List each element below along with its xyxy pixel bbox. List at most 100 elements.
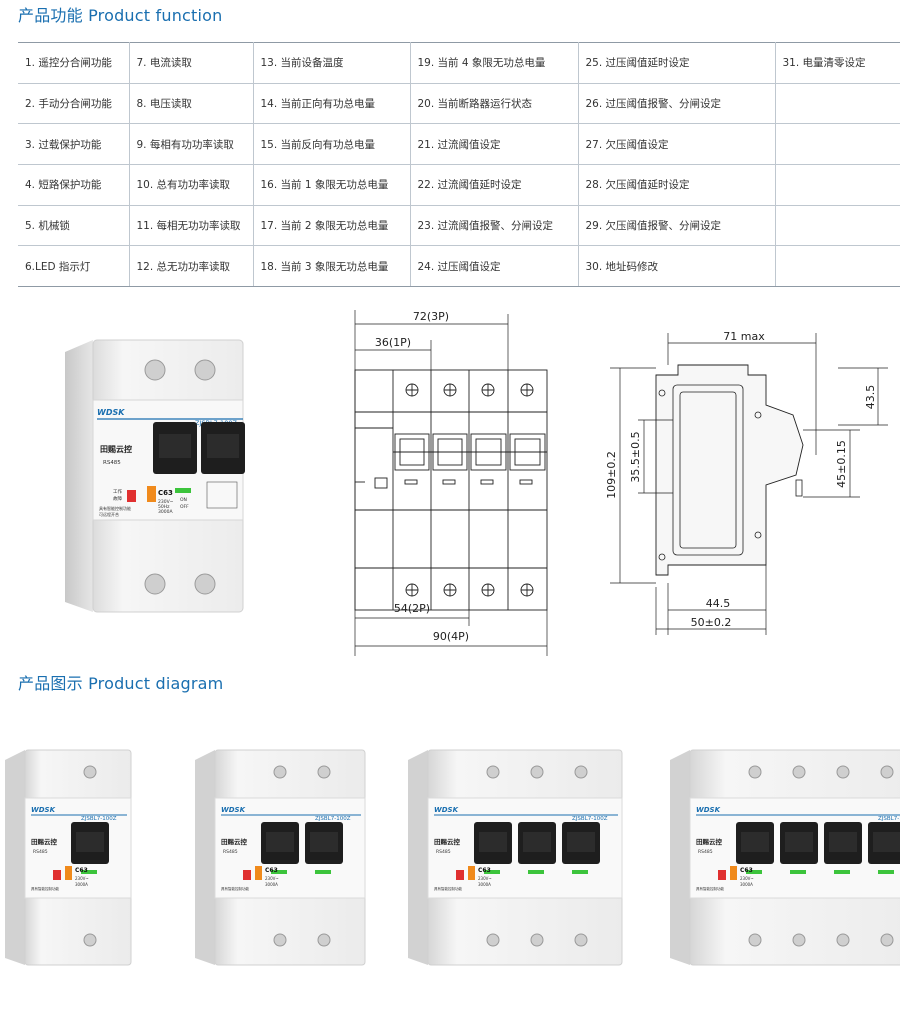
function-cell: 7. 电流读取 — [128, 42, 254, 84]
dim-43-5: 43.5 — [864, 385, 877, 410]
dim-45-015: 45±0.15 — [835, 440, 848, 488]
function-cell: 6.LED 指示灯 — [18, 245, 130, 288]
dim-72-3p: 72(3P) — [413, 310, 449, 323]
function-cell: 3. 过载保护功能 — [18, 123, 130, 166]
product-photo-3p: WDSKZJSBL7-100Z田赐云控RS485C63230V~3000A具有智… — [408, 749, 623, 966]
led-green — [175, 488, 191, 493]
svg-text:230V~: 230V~ — [75, 876, 89, 881]
svg-text:田赐云控: 田赐云控 — [696, 837, 723, 846]
function-cell: 5. 机械锁 — [18, 204, 130, 247]
svg-text:WDSK: WDSK — [221, 806, 246, 814]
device-rating: C63 — [158, 489, 173, 497]
dim-71-max: 71 max — [723, 330, 765, 343]
svg-text:WDSK: WDSK — [696, 806, 721, 814]
svg-text:ZJSBL7-100Z: ZJSBL7-100Z — [572, 816, 608, 822]
svg-text:ON: ON — [180, 497, 187, 503]
device-maker-label: 田赐云控 — [100, 444, 132, 454]
function-cell: 13. 当前设备温度 — [252, 42, 411, 84]
dim-44-5: 44.5 — [706, 597, 731, 610]
function-cell: 28. 欠压阈值延时设定 — [577, 164, 776, 206]
product-photo-1p: WDSKZJSBL7-100Z田赐云控RS485C63230V~3000A具有智… — [5, 749, 132, 966]
svg-text:ZJSBL7-100Z: ZJSBL7-100Z — [81, 816, 117, 822]
svg-text:RS485: RS485 — [33, 849, 48, 855]
function-cell: 4. 短路保护功能 — [18, 164, 130, 206]
dim-50: 50±0.2 — [691, 616, 732, 629]
function-cell: 25. 过压阈值延时设定 — [577, 42, 776, 84]
svg-text:230V~: 230V~ — [265, 876, 279, 881]
svg-text:RS485: RS485 — [223, 849, 238, 855]
svg-text:50Hz: 50Hz — [158, 504, 170, 510]
function-cell — [774, 82, 900, 125]
function-cell: 17. 当前 2 象限无功总电量 — [252, 204, 411, 247]
dim-90-4p: 90(4P) — [433, 630, 469, 643]
svg-text:具有智能控制功能: 具有智能控制功能 — [221, 886, 249, 891]
svg-text:C63: C63 — [478, 867, 491, 874]
function-cell: 12. 总无功功率读取 — [128, 245, 254, 288]
product-photo-2p-large: WDSK ZJSBL7-100Z 田赐云控 RS485 C63 230V~ 50… — [65, 339, 245, 613]
svg-text:具有智能控制功能: 具有智能控制功能 — [696, 886, 724, 891]
function-cell: 27. 欠压阈值设定 — [577, 123, 776, 166]
function-cell: 16. 当前 1 象限无功总电量 — [252, 164, 411, 206]
svg-text:具有智能控制功能: 具有智能控制功能 — [31, 886, 59, 891]
product-diagram-row: WDSKZJSBL7-100Z田赐云控RS485C63230V~3000A具有智… — [5, 749, 900, 966]
svg-text:RS485: RS485 — [436, 849, 451, 855]
function-cell: 23. 过流阈值报警、分闸设定 — [409, 204, 579, 247]
svg-text:具有智能控制功能: 具有智能控制功能 — [434, 886, 462, 891]
function-cell: 14. 当前正向有功总电量 — [252, 82, 411, 125]
svg-text:OFF: OFF — [180, 504, 189, 510]
dim-54-2p: 54(2P) — [394, 602, 430, 615]
svg-text:C63: C63 — [265, 867, 278, 874]
svg-text:WDSK: WDSK — [434, 806, 459, 814]
function-cell — [774, 204, 900, 247]
function-cell: 22. 过流阈值延时设定 — [409, 164, 579, 206]
svg-text:RS485: RS485 — [698, 849, 713, 855]
function-cell — [774, 123, 900, 166]
function-cell: 10. 总有功功率读取 — [128, 164, 254, 206]
svg-text:3000A: 3000A — [158, 509, 173, 515]
function-cell: 31. 电量清零设定 — [774, 42, 900, 84]
function-cell: 2. 手动分合闸功能 — [18, 82, 130, 125]
function-cell: 15. 当前反向有功总电量 — [252, 123, 411, 166]
function-cell: 1. 遥控分合闸功能 — [18, 42, 130, 84]
svg-text:3000A: 3000A — [265, 882, 278, 887]
svg-text:田赐云控: 田赐云控 — [434, 837, 461, 846]
dim-36-1p: 36(1P) — [375, 336, 411, 349]
svg-text:ZJSBL7-100Z: ZJSBL7-100Z — [878, 816, 900, 822]
svg-text:C63: C63 — [740, 867, 753, 874]
function-cell: 29. 欠压阈值报警、分闸设定 — [577, 204, 776, 247]
svg-text:WDSK: WDSK — [31, 806, 56, 814]
svg-text:230V~: 230V~ — [478, 876, 492, 881]
function-cell — [774, 164, 900, 206]
svg-text:3000A: 3000A — [740, 882, 753, 887]
svg-text:3000A: 3000A — [75, 882, 88, 887]
svg-text:230V~: 230V~ — [740, 876, 754, 881]
function-cell: 20. 当前断路器运行状态 — [409, 82, 579, 125]
svg-text:具有智能控制功能: 具有智能控制功能 — [99, 505, 131, 511]
svg-text:田赐云控: 田赐云控 — [31, 837, 58, 846]
svg-text:ZJSBL7-100Z: ZJSBL7-100Z — [315, 816, 351, 822]
svg-text:田赐云控: 田赐云控 — [221, 837, 248, 846]
svg-text:故障: 故障 — [113, 495, 122, 502]
svg-text:可远程开合: 可远程开合 — [99, 511, 119, 517]
dim-109: 109±0.2 — [605, 451, 618, 499]
side-dimension-drawing: 71 max 43.5 35.5±0.5 45±0.15 109±0.2 44.… — [605, 330, 888, 635]
function-cell: 9. 每相有功功率读取 — [128, 123, 254, 166]
function-cell: 26. 过压阈值报警、分闸设定 — [577, 82, 776, 125]
svg-text:230V~: 230V~ — [158, 499, 174, 505]
device-comm-label: RS485 — [103, 460, 121, 466]
function-cell: 19. 当前 4 象限无功总电量 — [409, 42, 579, 84]
section-title-function: 产品功能 Product function — [18, 6, 223, 25]
function-cell: 18. 当前 3 象限无功总电量 — [252, 245, 411, 288]
test-button[interactable] — [147, 486, 156, 502]
device-brand: WDSK — [97, 408, 125, 417]
function-cell: 8. 电压读取 — [128, 82, 254, 125]
